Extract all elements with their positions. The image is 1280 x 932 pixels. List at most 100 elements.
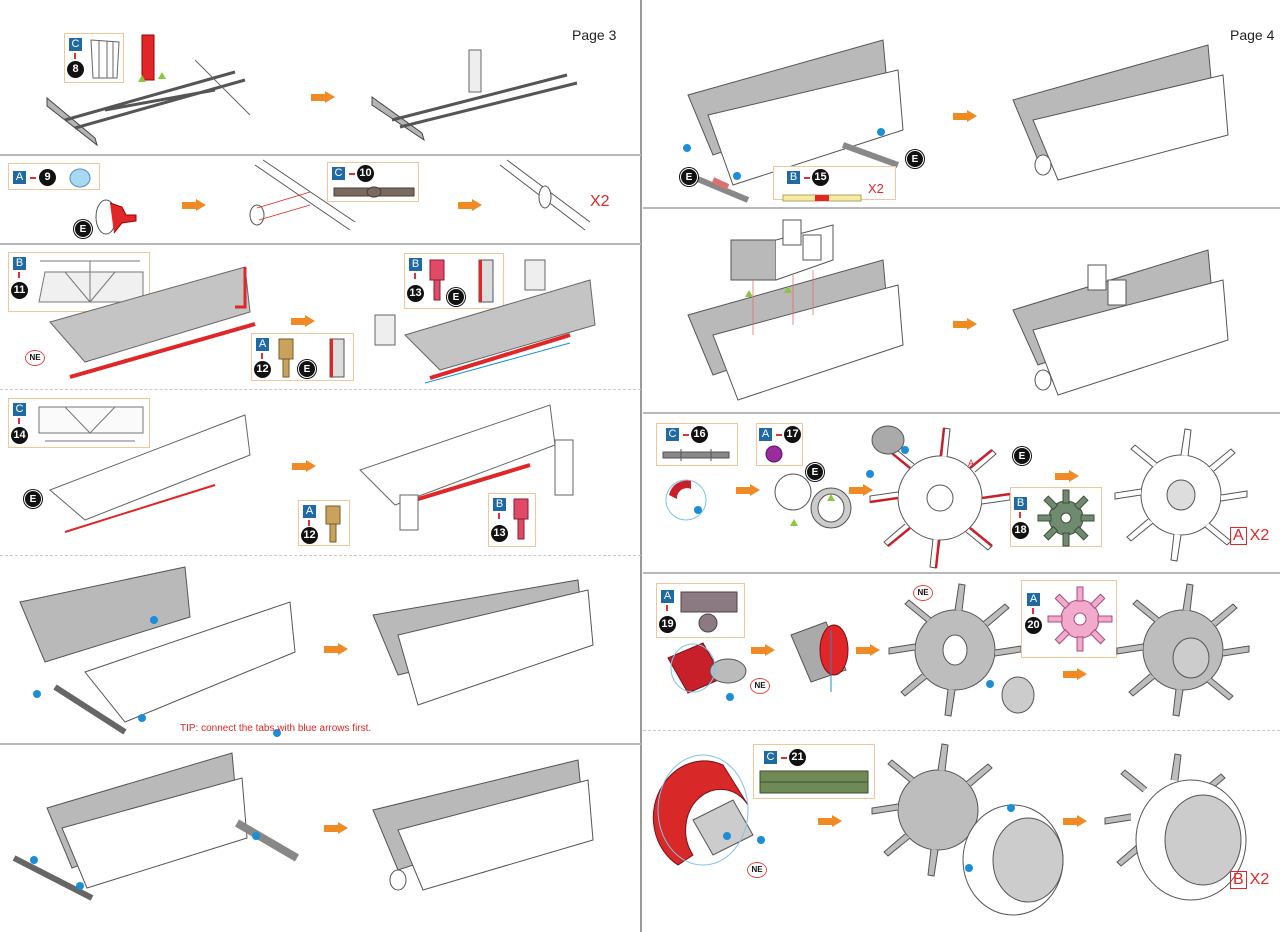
next-arrow: [818, 815, 842, 827]
step-number: 10: [357, 165, 374, 182]
step-number: 16: [691, 426, 708, 443]
part-outline: [765, 445, 783, 463]
part-outline: [758, 769, 872, 795]
multiplier-count: X2: [1249, 527, 1270, 544]
sheet-badge: A: [661, 590, 674, 603]
assembly-tip: TIP: connect the tabs with blue arrows f…: [180, 723, 372, 734]
step-number: 12: [254, 361, 271, 378]
part-outline: [35, 403, 147, 445]
sheet-badge: A: [1027, 593, 1040, 606]
axle-result-illustration: [495, 159, 591, 238]
next-arrow: [458, 199, 482, 211]
next-arrow: [849, 484, 873, 496]
wheel-sheet-letter: A: [968, 458, 975, 468]
step-number: 13: [491, 525, 508, 542]
ne-marker: NE: [747, 862, 767, 878]
page-number: Page 4: [1230, 27, 1275, 43]
tab-dot: [733, 172, 741, 180]
connector-dash: [349, 173, 355, 175]
frame-join-result-illustration: [368, 575, 598, 725]
part-outline: [782, 189, 862, 202]
sheet-badge: A: [13, 171, 26, 184]
step-number: 18: [1012, 522, 1029, 539]
ne-marker: NE: [750, 678, 770, 694]
part-outline: [511, 497, 531, 543]
fan-wheel-assembly-illustration: [868, 420, 1011, 569]
step-number: 20: [1025, 617, 1042, 634]
tab-dot: [76, 882, 84, 890]
next-arrow: [736, 484, 760, 496]
sheet-badge: B: [409, 258, 422, 271]
part-callout: C 14: [8, 398, 150, 448]
part-outline: [276, 337, 296, 379]
connector-dash: [1019, 512, 1021, 518]
part-callout: C 21: [753, 744, 875, 799]
part-callout: C 16: [656, 423, 738, 466]
part-callout: B 15 X2: [773, 166, 896, 202]
page-4: Page 4 E E B 15 X2: [643, 0, 1280, 932]
tab-dot: [273, 729, 281, 737]
sheet-badge: B: [1014, 497, 1027, 510]
tab-dot: [150, 616, 158, 624]
part-fold-illustration: [475, 258, 499, 304]
page-number: Page 3: [572, 27, 617, 43]
step-number: 12: [301, 527, 318, 544]
hub-cap-illustration: [771, 470, 859, 530]
multiplier-sheet-letter: A: [1230, 527, 1247, 545]
part-callout: B 13: [488, 493, 536, 547]
tab-dot: [901, 446, 909, 454]
connector-dash: [666, 605, 668, 611]
hub-drum-roll-illustration: [663, 638, 758, 694]
part-outline: [89, 38, 121, 80]
sheet-badge: A: [256, 338, 269, 351]
step-separator: [643, 412, 1280, 414]
tab-dot: [252, 832, 260, 840]
connector-dash: [308, 520, 310, 526]
connector-dash: [776, 434, 782, 436]
connector-dash: [30, 177, 36, 179]
part-callout: A 20: [1021, 580, 1117, 658]
e-marker: E: [24, 490, 42, 508]
part-callout: B 18: [1010, 487, 1102, 547]
drum-fan-join-illustration: [871, 735, 1078, 920]
tab-dot: [726, 693, 734, 701]
align-triangle: [827, 494, 835, 501]
tab-dot: [694, 506, 702, 514]
step-number: 19: [659, 616, 676, 633]
next-arrow: [1063, 668, 1087, 680]
step-separator: [0, 243, 641, 245]
connector-dash: [1032, 608, 1034, 614]
tab-dot: [723, 832, 731, 840]
tab-dot: [757, 836, 765, 844]
align-triangle: [784, 286, 792, 293]
part-outline: [1033, 489, 1099, 547]
part-outline: [661, 448, 735, 462]
align-triangle: [745, 290, 753, 297]
step-number: 9: [39, 169, 56, 186]
step-separator: [0, 389, 641, 390]
connector-dash: [781, 757, 787, 759]
sheet-badge: C: [13, 403, 26, 416]
connector-dash: [414, 273, 416, 279]
multiplier-count: X2: [1249, 871, 1270, 888]
next-arrow: [953, 110, 977, 122]
quantity-multiplier: X2: [868, 181, 884, 196]
sheet-badge: C: [69, 38, 82, 51]
next-arrow: [856, 644, 880, 656]
step-number: 15: [812, 169, 829, 186]
axle-illustration: [245, 159, 356, 238]
e-marker: E: [447, 288, 465, 306]
hub-drum-illustration: [786, 620, 851, 695]
part-fold-illustration: [326, 337, 350, 379]
next-arrow: [1055, 470, 1079, 482]
part-callout: A 19: [656, 583, 745, 638]
connector-dash: [18, 272, 20, 278]
part-callout: A 12 E: [251, 333, 354, 381]
chassis-axle-illustration: [683, 35, 913, 203]
e-marker: E: [1013, 447, 1031, 465]
align-triangle: [790, 519, 798, 526]
step-separator: [0, 555, 641, 556]
sheet-badge: B: [13, 257, 26, 270]
tab-dot: [986, 680, 994, 688]
tab-dot: [683, 144, 691, 152]
